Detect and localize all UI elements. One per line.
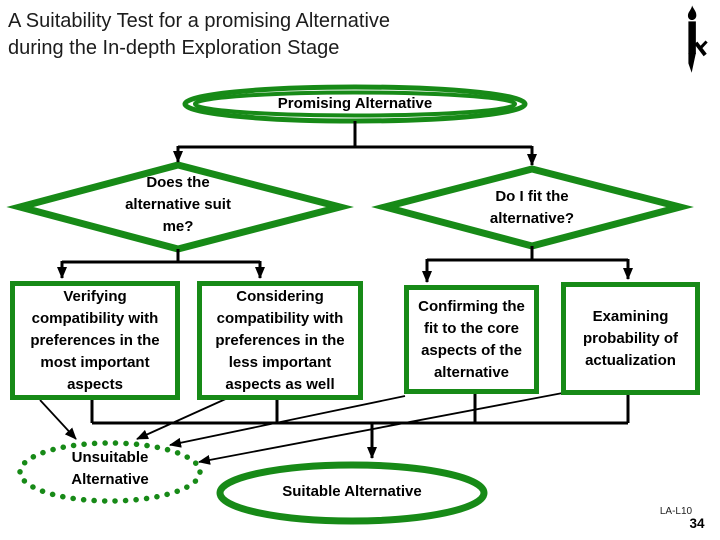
suitable-ellipse: [216, 461, 488, 525]
process-box-examining: Examining probability of actualization: [561, 282, 700, 395]
shape-layer: [6, 84, 694, 525]
connector-lines: [57, 121, 633, 459]
unsuitable-outcome-label: Unsuitable Alternative: [71, 449, 149, 488]
slide-title: A Suitability Test for a promising Alter…: [8, 10, 391, 59]
process-label: Considering compatibility with preferenc…: [215, 287, 345, 393]
start-node-label: Promising Alternative: [277, 95, 433, 112]
process-label: Examining probability of actualization: [583, 307, 678, 369]
torch-logo-icon: [687, 5, 708, 73]
decision-right-diamond: [371, 165, 694, 250]
decision-left-diamond: [6, 161, 354, 253]
decision-right-label: Do I fit the alternative?: [489, 188, 575, 227]
start-ellipse-inner: [193, 90, 517, 118]
process-label: Confirming the fit to the core aspects o…: [418, 297, 525, 381]
unsuitable-dotted-ellipse: [17, 440, 203, 504]
reject-arrows: [39, 391, 569, 465]
process-box-considering: Considering compatibility with preferenc…: [197, 281, 363, 400]
process-box-confirming: Confirming the fit to the core aspects o…: [404, 285, 539, 394]
decision-left-label: Does the alternative suit me?: [125, 174, 231, 235]
course-code: LA-L10: [659, 506, 693, 517]
page-number: 34: [689, 516, 705, 531]
process-box-verifying: Verifying compatibility with preferences…: [10, 281, 180, 400]
suitable-outcome-label: Suitable Alternative: [282, 483, 422, 500]
process-label: Verifying compatibility with preferences…: [30, 287, 160, 393]
